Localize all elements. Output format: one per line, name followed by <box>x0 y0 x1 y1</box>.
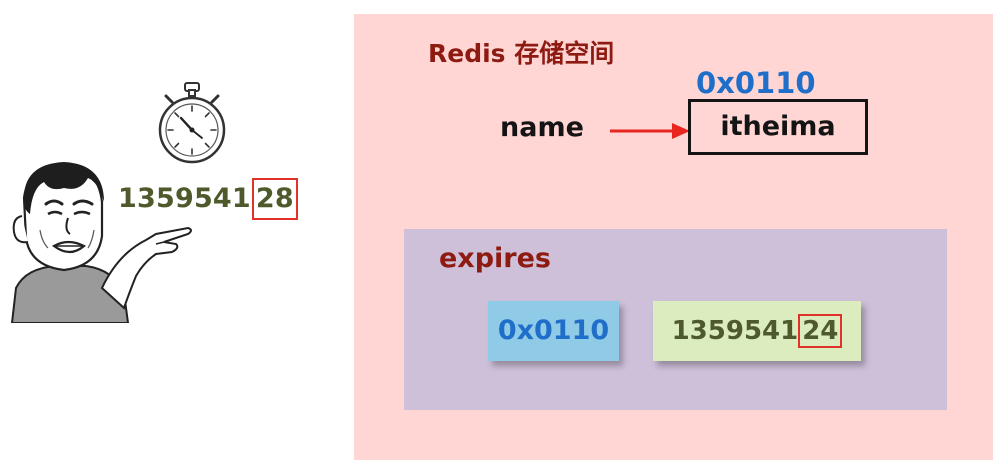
current-timestamp-prefix: 1359541 <box>118 183 251 214</box>
pointing-man-icon <box>10 162 192 323</box>
stopwatch-icon <box>158 82 226 164</box>
value-address-label: 0x0110 <box>696 66 816 100</box>
value-box: itheima <box>688 99 868 155</box>
current-timestamp-highlight: 28 <box>251 178 298 220</box>
pointer-arrow-icon <box>610 123 690 139</box>
expires-timestamp-prefix: 1359541 <box>671 316 799 346</box>
redis-storage-title: Redis 存储空间 <box>428 39 615 68</box>
expires-title: expires <box>439 243 552 274</box>
key-name-label: name <box>500 112 584 143</box>
redis-storage-panel: Redis 存储空间 0x0110 name itheima expires 0… <box>354 14 993 460</box>
expires-timestamp-highlight: 24 <box>798 314 843 348</box>
expires-key-address: 0x0110 <box>488 301 619 361</box>
